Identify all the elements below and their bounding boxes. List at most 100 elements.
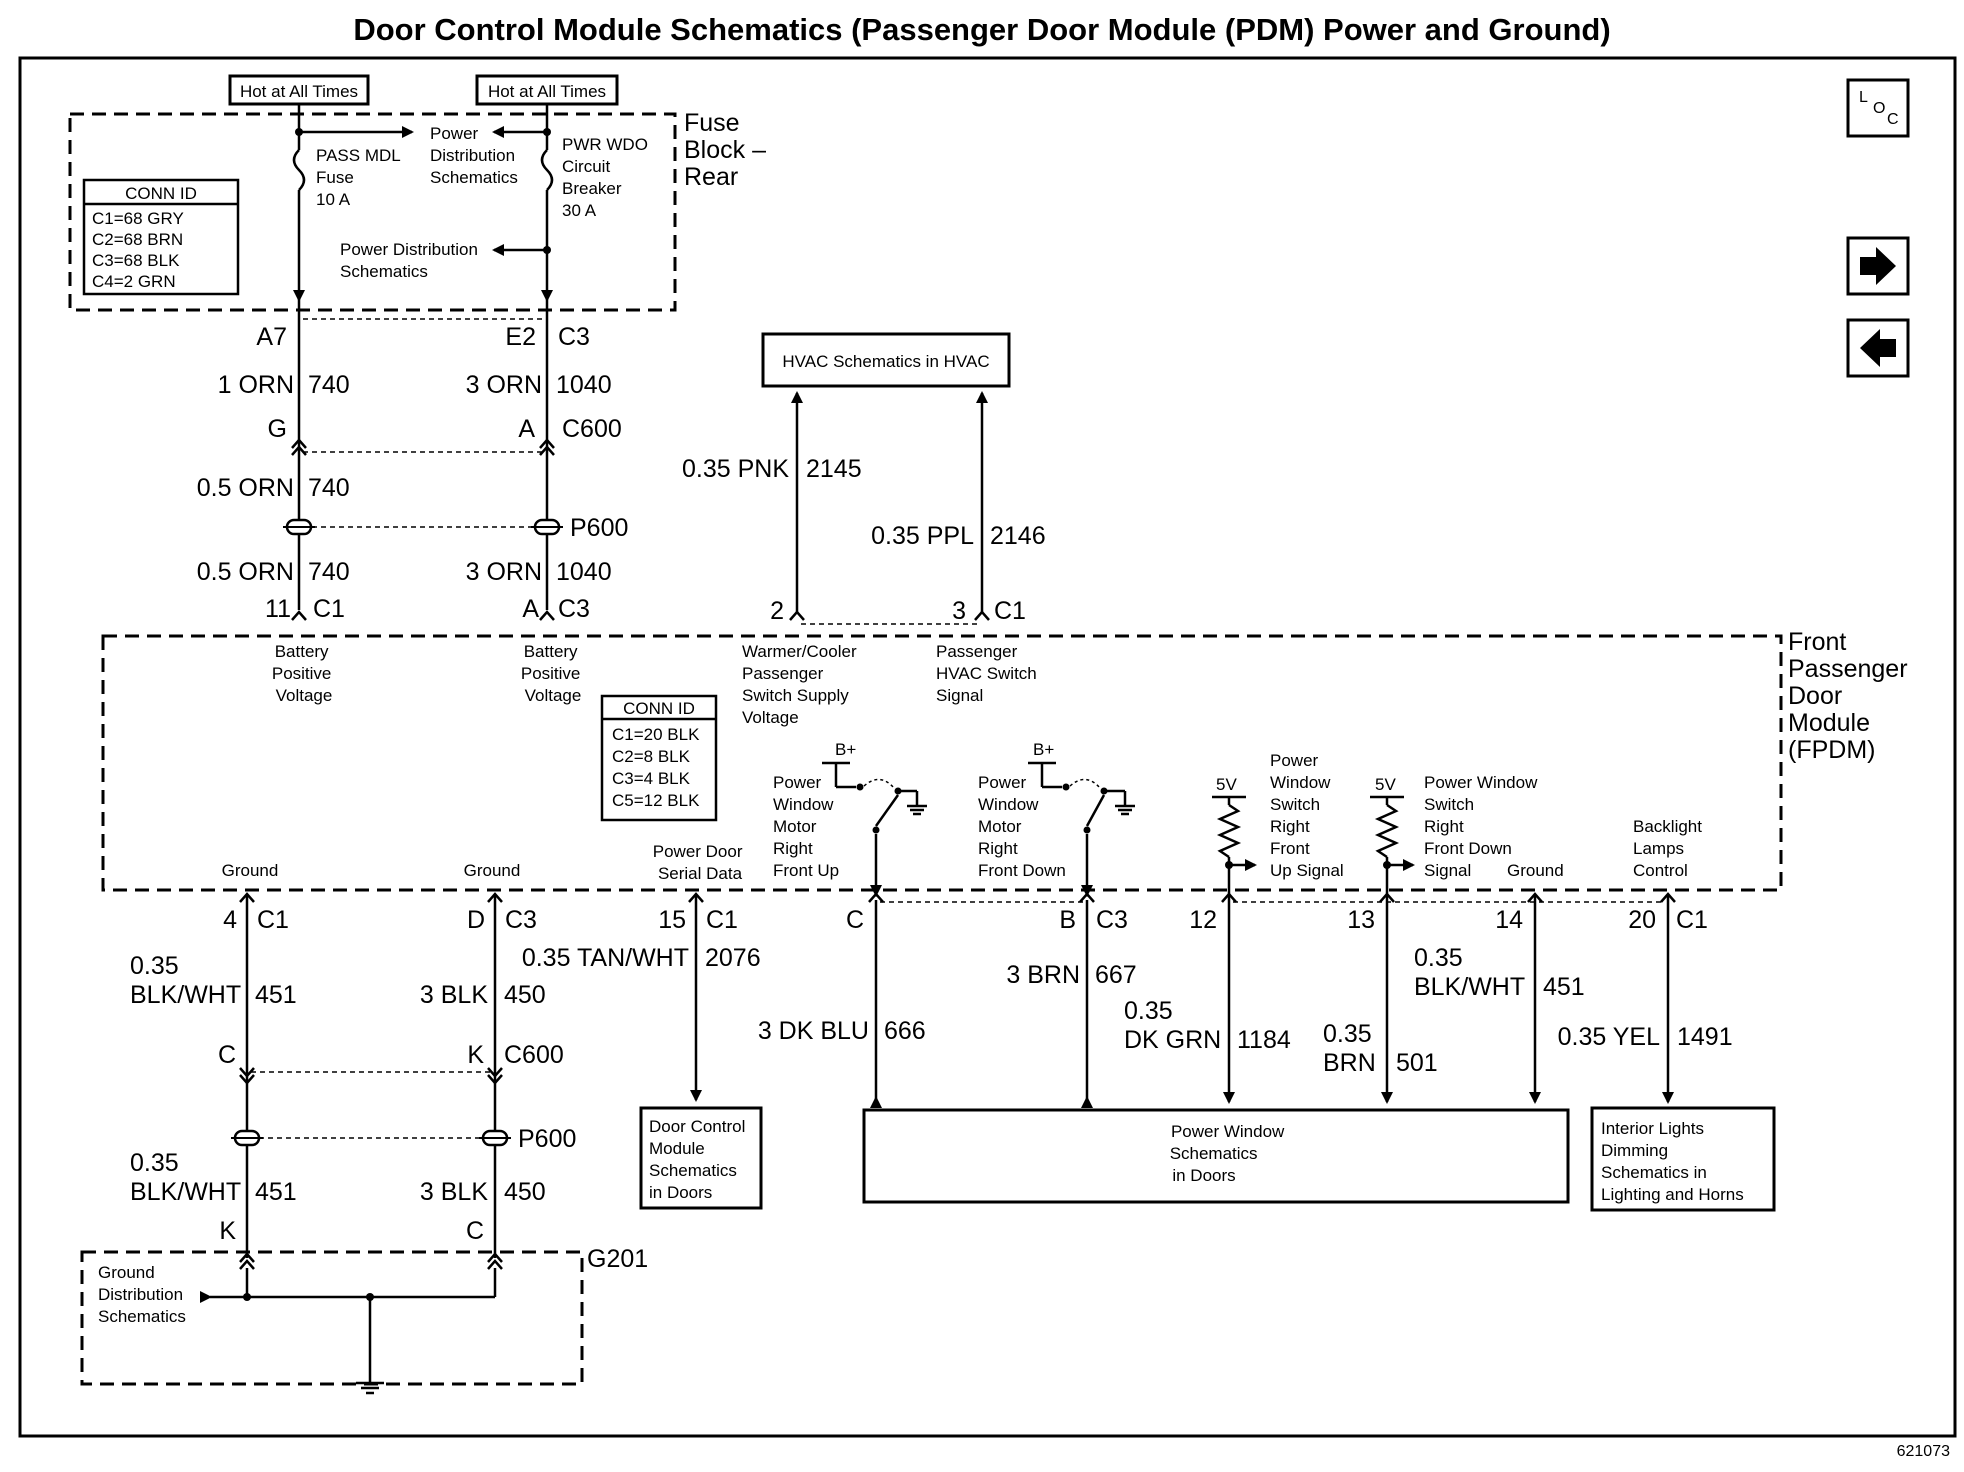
- pin-a: A: [518, 415, 535, 443]
- wire-05-orn-b: 0.5 ORN: [197, 558, 294, 586]
- conn-c1-pin20: C1: [1676, 906, 1708, 934]
- fuse-label: PASS MDL Fuse 10 A: [316, 146, 405, 209]
- wire-501-color: BRN: [1323, 1049, 1376, 1077]
- pin-a7: A7: [256, 323, 287, 351]
- circuit-667: 667: [1095, 961, 1137, 989]
- circuit-740: 740: [308, 371, 350, 399]
- warmer-cooler-label: Warmer/Cooler Passenger Switch Supply Vo…: [742, 642, 861, 727]
- bpv-label-1: Battery Positive Voltage: [272, 642, 336, 705]
- location-icon[interactable]: L O C: [1846, 78, 1910, 138]
- pin-3: 3: [952, 597, 966, 625]
- ground-label-2: Ground: [464, 861, 521, 880]
- circuit-2076: 2076: [705, 944, 761, 972]
- v5-label-2: 5V: [1375, 775, 1396, 794]
- wire-035-pnk: 0.35 PNK: [682, 455, 789, 483]
- hvac-box[interactable]: HVAC Schematics in HVAC: [782, 352, 989, 371]
- wire-035-ppl: 0.35 PPL: [871, 522, 974, 550]
- wire-451-b-size: 0.35: [1414, 944, 1463, 972]
- pin-k-2: K: [219, 1217, 236, 1245]
- conn-c1-pin4: C1: [257, 906, 289, 934]
- conn-c600-lower: C600: [504, 1041, 564, 1069]
- wire-1184-color: DK GRN: [1124, 1026, 1221, 1054]
- pin-g: G: [268, 415, 287, 443]
- fuse-block-name: Fuse Block – Rear: [684, 109, 773, 191]
- circuit-1040: 1040: [556, 371, 612, 399]
- pin-k: K: [467, 1041, 484, 1069]
- wire-1491: 0.35 YEL: [1558, 1023, 1661, 1051]
- conn-c3-pind: C3: [505, 906, 537, 934]
- hot-label-2: Hot at All Times: [488, 82, 606, 101]
- power-dist-label: Power Distribution Schematics: [430, 124, 520, 187]
- conn-c1-pin15: C1: [706, 906, 738, 934]
- hot-label-1: Hot at All Times: [240, 82, 358, 101]
- bpv-label-2: Battery Positive Voltage: [521, 642, 585, 705]
- circuit-2145: 2145: [806, 455, 862, 483]
- conn-c600: C600: [562, 415, 622, 443]
- wire-451-c-size: 0.35: [130, 1149, 179, 1177]
- wire-451-a-size: 0.35: [130, 952, 179, 980]
- switch-up-label: Power Window Switch Right Front Up Signa…: [1270, 751, 1344, 880]
- lower-circuits: 4 C1 D C3 15 C1 C B C3 12 13 14 20 C1 0.…: [80, 892, 1776, 1395]
- circuit-740-c: 740: [308, 558, 350, 586]
- page-title: Door Control Module Schematics (Passenge…: [353, 12, 1610, 47]
- conn-c1-hvac: C1: [994, 597, 1026, 625]
- power-window-box[interactable]: Power Window Schematics in Doors: [1170, 1122, 1289, 1185]
- dcm-schematics-box[interactable]: Door Control Module Schematics in Doors: [649, 1117, 750, 1202]
- wire-451-c-color: BLK/WHT: [130, 1178, 241, 1206]
- circuit-2146: 2146: [990, 522, 1046, 550]
- ground-g201: G201: [587, 1245, 648, 1273]
- module-name: Front Passenger Door Module (FPDM): [1788, 628, 1914, 764]
- conn-c3: C3: [558, 323, 590, 351]
- interior-lights-box[interactable]: Interior Lights Dimming Schematics in Li…: [1601, 1119, 1744, 1204]
- svg-text:L: L: [1859, 89, 1868, 106]
- circuit-501: 501: [1396, 1049, 1438, 1077]
- wire-666: 3 DK BLU: [758, 1017, 869, 1045]
- breaker-label: PWR WDO Circuit Breaker 30 A: [562, 135, 653, 220]
- wire-451-a-color: BLK/WHT: [130, 981, 241, 1009]
- ground-label-module: Ground: [1507, 861, 1564, 880]
- ground-label-1: Ground: [222, 861, 279, 880]
- upper-left-circuits: A7 E2 C3 1 ORN 740 3 ORN 1040 G A C600 0…: [197, 300, 628, 623]
- wire-450-b: 3 BLK: [420, 1178, 488, 1206]
- pin-12: 12: [1189, 906, 1217, 934]
- conn-c3-pinb: C3: [1096, 906, 1128, 934]
- conn-id-header: CONN ID: [125, 184, 197, 203]
- arrow-left-icon[interactable]: [1846, 318, 1910, 378]
- wire-451-b-color: BLK/WHT: [1414, 973, 1525, 1001]
- backlight-label: Backlight Lamps Control: [1633, 817, 1707, 880]
- b-plus-1: B+: [835, 740, 856, 759]
- arrow-right-icon[interactable]: [1846, 236, 1910, 296]
- pin-d: D: [467, 906, 485, 934]
- hvac-circuits: HVAC Schematics in HVAC 0.35 PNK 2145 0.…: [682, 332, 1046, 625]
- pin-13: 13: [1347, 906, 1375, 934]
- circuit-1491: 1491: [1677, 1023, 1733, 1051]
- fuse-block: Hot at All Times Hot at All Times PASS M…: [68, 74, 773, 312]
- figure-id: 621073: [1897, 1443, 1950, 1460]
- serial-data-label: Power Door Serial Data: [653, 842, 748, 883]
- motor-up-label: Power Window Motor Right Front Up: [773, 773, 839, 880]
- wire-3-orn: 3 ORN: [466, 371, 542, 399]
- pin-15: 15: [658, 906, 686, 934]
- pin-a-2: A: [522, 595, 539, 623]
- pin-11: 11: [265, 595, 291, 623]
- power-dist-label-2: Power Distribution Schematics: [340, 240, 483, 281]
- pin-e2: E2: [505, 323, 536, 351]
- wire-450-a: 3 BLK: [420, 981, 488, 1009]
- circuit-451-c: 451: [255, 1178, 297, 1206]
- wire-05-orn: 0.5 ORN: [197, 474, 294, 502]
- circuit-451-a: 451: [255, 981, 297, 1009]
- wire-501-size: 0.35: [1323, 1020, 1372, 1048]
- conn-c3-b: C3: [558, 595, 590, 623]
- pin-c-2: C: [218, 1041, 236, 1069]
- circuit-1040-b: 1040: [556, 558, 612, 586]
- wire-3-orn-b: 3 ORN: [466, 558, 542, 586]
- hvac-signal-label: Passenger HVAC Switch Signal: [936, 642, 1042, 705]
- conn-id-module-header: CONN ID: [623, 699, 695, 718]
- b-plus-2: B+: [1033, 740, 1054, 759]
- fpdm-module: Front Passenger Door Module (FPDM) Batte…: [101, 628, 1914, 897]
- conn-p600-lower: P600: [518, 1125, 576, 1153]
- circuit-450-a: 450: [504, 981, 546, 1009]
- pin-c-3: C: [466, 1217, 484, 1245]
- conn-id-module-rows: C1=20 BLK C2=8 BLK C3=4 BLK C5=12 BLK: [612, 725, 704, 810]
